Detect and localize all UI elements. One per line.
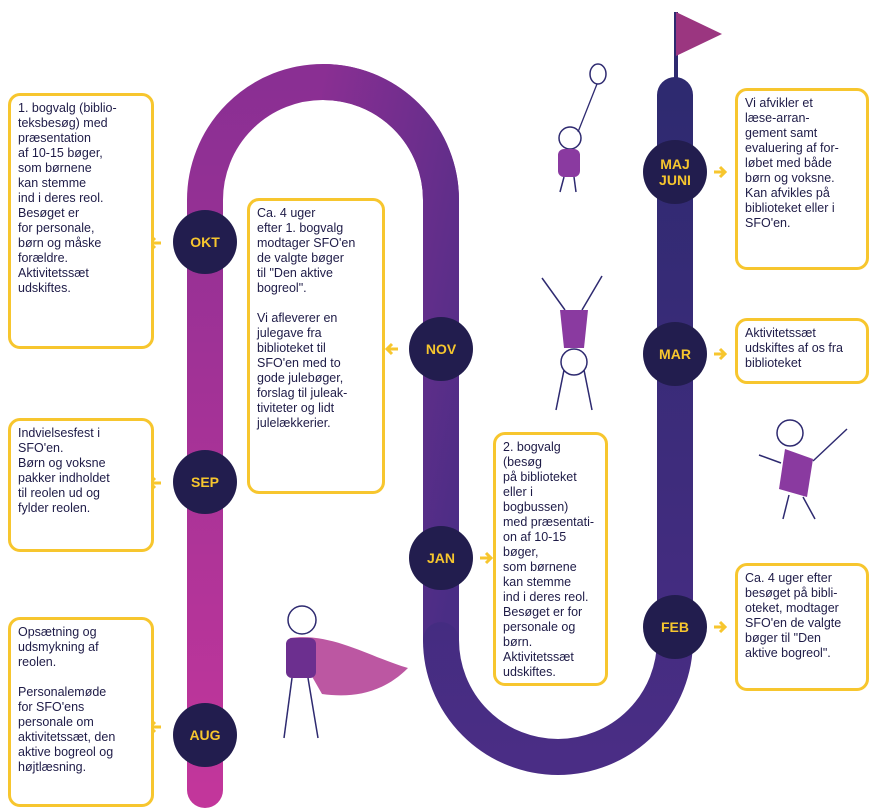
flag-icon — [674, 12, 722, 78]
info-box-feb: Ca. 4 uger efter besøget på bibli- oteke… — [735, 563, 869, 691]
stick-figure-handstand-icon — [541, 275, 603, 411]
info-box-okt: 1. bogvalg (biblio- teksbesøg) med præse… — [8, 93, 154, 349]
arrow-right-icon — [480, 551, 494, 565]
month-node-maj-juni: MAJ JUNI — [643, 140, 707, 204]
arrow-right-icon — [714, 620, 728, 634]
info-box-jan: 2. bogvalg (besøg på biblioteket eller i… — [493, 432, 608, 686]
arrow-right-icon — [714, 347, 728, 361]
info-box-maj-juni: Vi afvikler et læse-arran- gement samt e… — [735, 88, 869, 270]
month-node-aug: AUG — [173, 703, 237, 767]
month-node-okt: OKT — [173, 210, 237, 274]
info-box-nov: Ca. 4 uger efter 1. bogvalg modtager SFO… — [247, 198, 385, 494]
month-node-mar: MAR — [643, 322, 707, 386]
month-node-feb: FEB — [643, 595, 707, 659]
stick-figure-jumping-icon — [758, 419, 848, 520]
arrow-left-icon — [384, 342, 398, 356]
info-box-sep: Indvielsesfest i SFO'en. Børn og voksne … — [8, 418, 154, 552]
info-box-aug: Opsætning og udsmykning af reolen. Perso… — [8, 617, 154, 807]
arrow-right-icon — [714, 165, 728, 179]
stick-figure-cape-icon — [283, 605, 408, 739]
month-node-jan: JAN — [409, 526, 473, 590]
month-node-sep: SEP — [173, 450, 237, 514]
stick-figure-balloon-icon — [558, 63, 607, 193]
month-node-nov: NOV — [409, 317, 473, 381]
info-box-mar: Aktivitetssæt udskiftes af os fra biblio… — [735, 318, 869, 384]
